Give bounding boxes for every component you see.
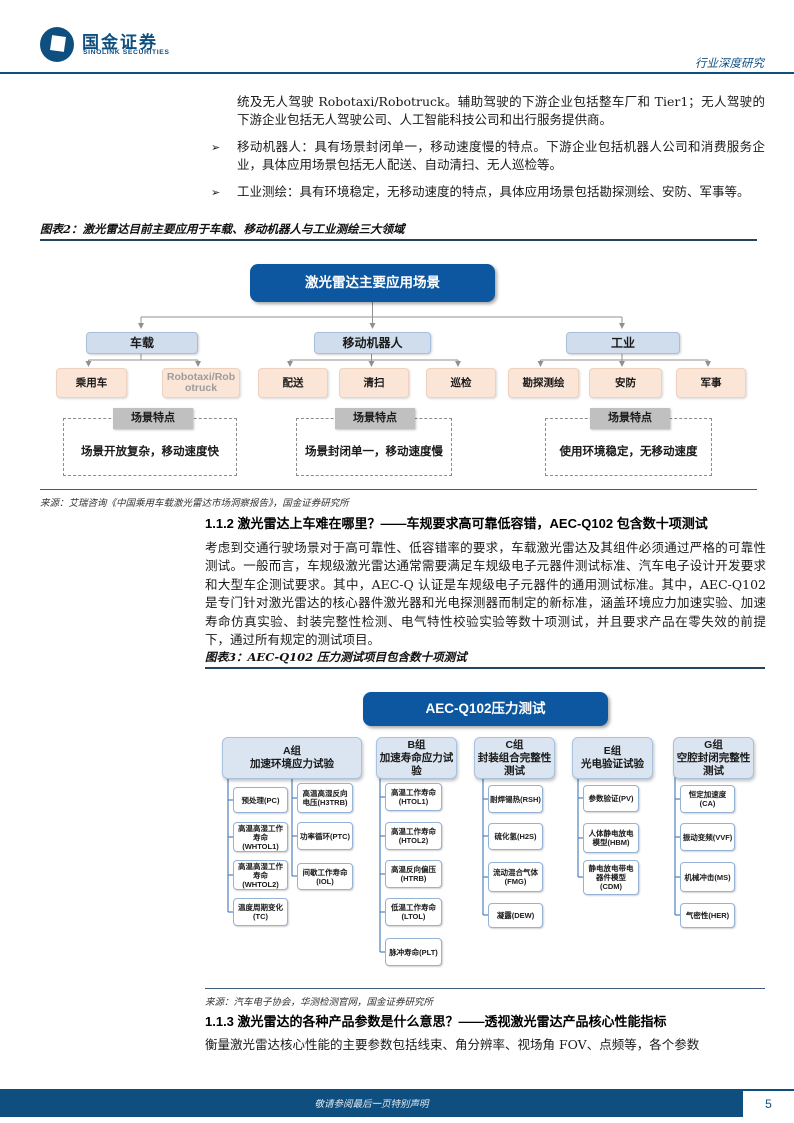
section-1-1-3-heading: 1.1.3 激光雷达的各种产品参数是什么意思？——透视激光雷达产品核心性能指标	[205, 1014, 667, 1029]
intro-block: 统及无人驾驶 Robotaxi/Robotruck。辅助驾驶的下游企业包括整车厂…	[211, 93, 765, 209]
test-item: 静电放电带电器件模型(CDM)	[583, 860, 639, 895]
test-item: 高温工作寿命(HTOL1)	[385, 783, 442, 811]
bullet-arrow-icon: ➢	[211, 185, 221, 199]
section-1-1-3-paragraph: 衡量激光雷达核心性能的主要参数包括线束、角分辨率、视场角 FOV、点频等，各个参…	[205, 1037, 700, 1052]
group-b: B组 加速寿命应力试验	[376, 737, 457, 779]
test-item: 流动混合气体(FMG)	[488, 862, 543, 892]
feature-label: 场景特点	[335, 408, 415, 429]
report-category: 行业深度研究	[695, 56, 764, 70]
group-code: G组	[704, 738, 723, 751]
bullet-text: 移动机器人：具有场景封闭单一，移动速度慢的特点。下游企业包括机器人公司和消费服务…	[237, 138, 765, 173]
bullet-arrow-icon: ➢	[211, 140, 221, 154]
leaf-cleaning: 清扫	[339, 368, 409, 398]
section-1-1-2-heading: 1.1.2 激光雷达上车难在哪里？——车规要求高可靠低容错，AEC-Q102 包…	[205, 516, 708, 531]
leaf-surveying: 勘探测绘	[508, 368, 579, 398]
figure3-bottom-rule	[205, 988, 765, 989]
branch-mobile-robot: 移动机器人	[314, 332, 431, 354]
bullet-text: 工业测绘：具有环境稳定，无移动速度的特点，具体应用场景包括勘探测绘、安防、军事等…	[237, 183, 750, 199]
leaf-delivery: 配送	[258, 368, 328, 398]
test-item: 功率循环(PTC)	[297, 822, 353, 850]
group-label: 加速寿命应力试验	[379, 751, 454, 777]
leaf-security: 安防	[589, 368, 662, 398]
figure3-source: 来源：汽车电子协会，华测检测官网，国金证券研究所	[205, 997, 434, 1008]
test-item: 凝露(DEW)	[488, 903, 543, 928]
footer-disclaimer: 敬请参阅最后一页特别声明	[314, 1099, 429, 1110]
intro-paragraph: 统及无人驾驶 Robotaxi/Robotruck。辅助驾驶的下游企业包括整车厂…	[237, 94, 765, 128]
figure2-diagram: 激光雷达主要应用场景 车载 移动机器人 工业 乘用车 Robotaxi/Robo…	[40, 253, 757, 489]
figure2-bottom-rule	[40, 489, 757, 490]
figure2-title: 图表2：激光雷达目前主要应用于车载、移动机器人与工业测绘三大领域	[40, 222, 405, 236]
test-item: 高温高湿工作寿命(WHTOL2)	[233, 860, 288, 890]
group-a: A组 加速环境应力试验	[222, 737, 362, 779]
group-code: C组	[505, 738, 524, 751]
feature-label: 场景特点	[113, 408, 193, 429]
test-item: 硫化氢(H2S)	[488, 823, 543, 850]
section-1-1-2-paragraph: 考虑到交通行驶场景对于高可靠性、低容错率的要求，车载激光雷达及其组件必须通过严格…	[205, 540, 766, 648]
bullet-item: ➢ 移动机器人：具有场景封闭单一，移动速度慢的特点。下游企业包括机器人公司和消费…	[211, 138, 765, 175]
group-label: 光电验证试验	[581, 758, 644, 770]
group-c: C组 封装组合完整性测试	[474, 737, 555, 779]
group-g: G组 空腔封闭完整性测试	[673, 737, 754, 779]
feature-label: 场景特点	[590, 408, 670, 429]
group-e: E组 光电验证试验	[572, 737, 653, 779]
test-item: 参数验证(PV)	[583, 785, 639, 812]
test-item: 振动变频(VVF)	[680, 823, 735, 851]
group-label: 加速环境应力试验	[250, 758, 334, 770]
test-item: 预处理(PC)	[233, 787, 288, 813]
test-item: 气密性(HER)	[680, 903, 735, 928]
test-item: 人体静电放电模型(HBM)	[583, 823, 639, 853]
figure3-title: 图表3：AEC-Q102 压力测试项目包含数十项测试	[205, 650, 467, 664]
test-item: 高温高湿反向电压(H3TRB)	[297, 783, 353, 813]
group-label: 封装组合完整性测试	[477, 751, 552, 777]
page-number: 5	[765, 1097, 772, 1111]
figure3-diagram: AEC-Q102压力测试 A组 加速环境应力试验 B组 加速寿命应力试验 C组 …	[205, 683, 765, 983]
brand-subtitle: SINOLINK SECURITIES	[83, 49, 170, 56]
group-code: E组	[603, 745, 622, 757]
header-rule	[0, 72, 794, 74]
group-code: B组	[407, 738, 426, 751]
leaf-passenger-car: 乘用车	[56, 368, 127, 398]
leaf-military: 军事	[676, 368, 746, 398]
bullet-item: ➢ 工业测绘：具有环境稳定，无移动速度的特点，具体应用场景包括勘探测绘、安防、军…	[211, 183, 765, 201]
test-item: 低温工作寿命(LTOL)	[385, 898, 442, 926]
test-item: 温度周期变化(TC)	[233, 898, 288, 926]
leaf-robotaxi: Robotaxi/Robotruck	[162, 368, 240, 398]
leaf-inspection: 巡检	[426, 368, 496, 398]
figure3-root-node: AEC-Q102压力测试	[363, 692, 608, 726]
test-item: 高温高湿工作寿命(WHTOL1)	[233, 822, 288, 852]
test-item: 恒定加速度(CA)	[680, 785, 735, 813]
test-item: 机械冲击(MS)	[680, 862, 735, 892]
test-item: 高温反向偏压(HTRB)	[385, 860, 442, 888]
test-item: 高温工作寿命(HTOL2)	[385, 822, 442, 850]
test-item: 脉冲寿命(PLT)	[385, 938, 442, 966]
brand-name: 国金证券	[82, 33, 158, 52]
test-item: 耐焊锡热(RSH)	[488, 785, 543, 813]
figure2-title-rule	[40, 239, 757, 241]
branch-industry: 工业	[566, 332, 680, 354]
figure2-root-node: 激光雷达主要应用场景	[250, 264, 495, 302]
branch-vehicle: 车载	[86, 332, 198, 354]
sinolink-logo-icon	[40, 27, 74, 62]
page-number-box: 5	[743, 1089, 794, 1117]
group-label: 空腔封闭完整性测试	[676, 751, 751, 777]
group-code: A组	[282, 745, 302, 757]
footer-disclaimer-bar: 敬请参阅最后一页特别声明	[0, 1089, 743, 1117]
test-item: 间歇工作寿命(IOL)	[297, 863, 353, 890]
figure3-title-rule	[205, 667, 765, 669]
figure2-source: 来源：艾瑞咨询《中国乘用车载激光雷达市场洞察报告》，国金证券研究所	[40, 498, 349, 509]
